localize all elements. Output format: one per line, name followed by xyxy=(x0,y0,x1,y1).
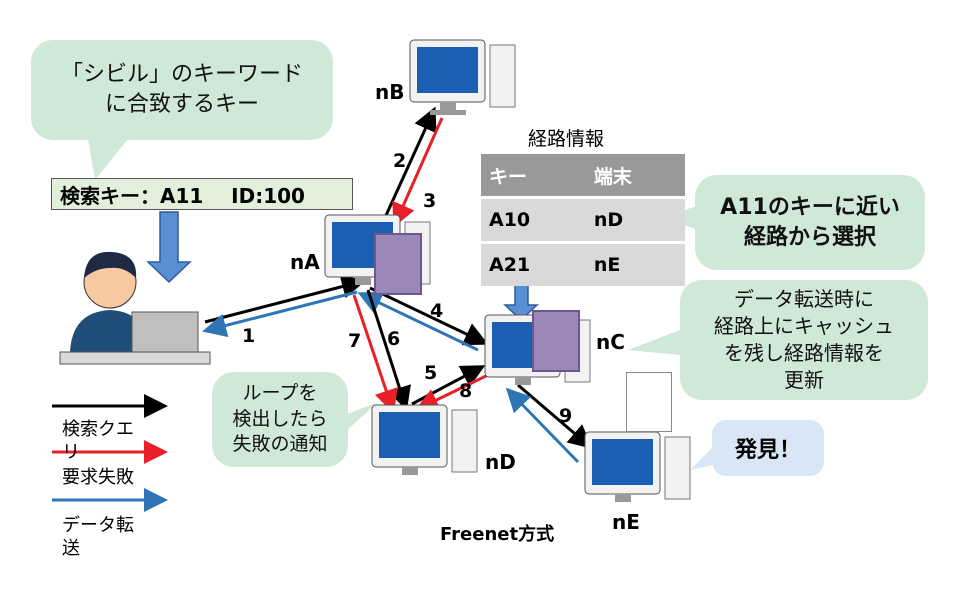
step-label-8: 8 xyxy=(459,380,473,402)
computer-nE-icon xyxy=(584,431,691,502)
cached-film-icon-nC xyxy=(532,310,580,372)
route-header-key: キー xyxy=(481,154,586,196)
computer-nB-icon xyxy=(409,39,516,115)
step-label-4: 4 xyxy=(430,300,444,322)
route-cell: nD xyxy=(585,199,685,241)
route-table-title: 経路情報 xyxy=(528,128,605,150)
step-label-1: 1 xyxy=(242,325,256,347)
route-cell: nE xyxy=(585,244,685,286)
cached-film-icon-nA xyxy=(374,233,422,295)
step-label-5: 5 xyxy=(424,362,438,384)
computer-nD-icon xyxy=(371,404,478,475)
legend-query-label: 検索クエ リ xyxy=(62,419,134,464)
node-label-nD: nD xyxy=(485,450,516,474)
node-label-nA: nA xyxy=(290,250,320,274)
film-icon-nE xyxy=(626,372,672,432)
step-label-6: 6 xyxy=(387,328,401,350)
legend-fail-label: 要求失敗 xyxy=(62,467,134,488)
diagram-caption: Freenet方式 xyxy=(440,524,555,545)
node-label-nC: nC xyxy=(596,330,625,354)
laptop-icon xyxy=(59,311,211,365)
bubble-tail-loop xyxy=(345,402,378,432)
table-row: A10 nD xyxy=(481,199,685,241)
table-row: A21 nE xyxy=(481,244,685,286)
search-query-box: 検索キー：A11 ID:100 xyxy=(51,178,353,210)
node-label-nE: nE xyxy=(612,510,640,534)
down-arrow-search xyxy=(146,211,192,284)
route-table: キー 端末 A10 nD A21 nE xyxy=(481,151,685,289)
route-cell: A10 xyxy=(481,199,586,241)
step-label-3: 3 xyxy=(423,190,437,212)
bubble-cache-update: データ転送時に 経路上にキャッシュ を残し経路情報を 更新 xyxy=(680,280,928,400)
bubble-keyword-match: 「シビル」のキーワード に合致するキー xyxy=(31,40,333,140)
route-header-terminal: 端末 xyxy=(585,154,685,196)
legend-transfer-label: データ転 送 xyxy=(62,515,134,560)
user-icon xyxy=(70,251,150,352)
step-label-7: 7 xyxy=(348,330,362,352)
node-label-nB: nB xyxy=(375,80,405,104)
bubble-select-route: A11のキーに近い 経路から選択 xyxy=(695,175,925,270)
step-label-2: 2 xyxy=(393,150,407,172)
bubble-tail-found xyxy=(690,448,712,470)
bubble-tail-cache xyxy=(628,330,680,355)
step-label-9: 9 xyxy=(559,405,573,427)
bubble-loop-detect: ループを 検出したら 失敗の通知 xyxy=(212,372,348,467)
bubble-found: 発見！ xyxy=(712,420,824,476)
route-cell: A21 xyxy=(481,244,586,286)
